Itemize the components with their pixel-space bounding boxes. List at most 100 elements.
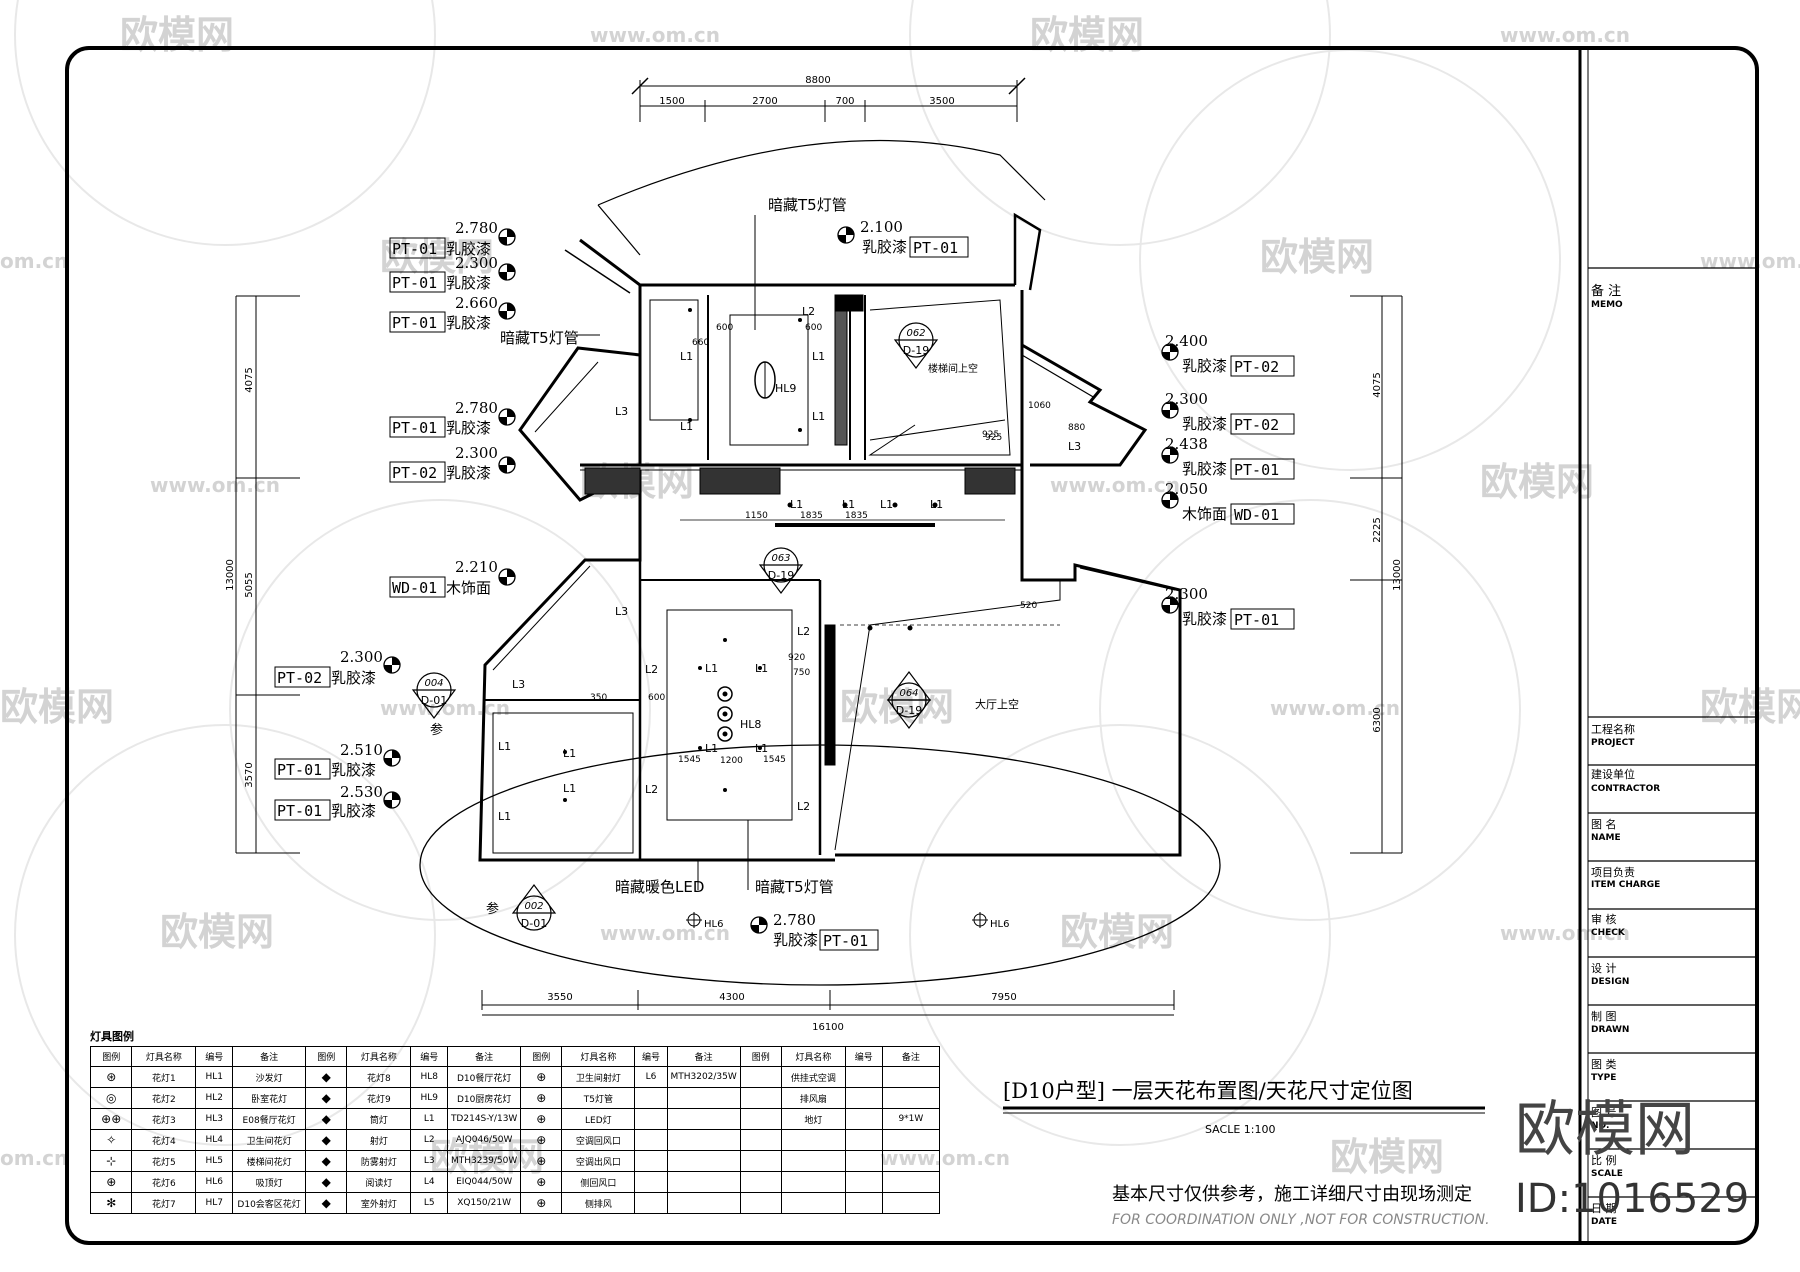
dim-label: 5055 [244,572,255,597]
watermark-site: www.om.cn [590,23,720,47]
top-dimensions [631,77,1026,122]
legend-symbol-icon [739,1192,782,1214]
legend-cell: MTH3202/35W [666,1066,741,1088]
legend-cell: L1 [410,1108,449,1130]
legend-cell: T5灯管 [561,1087,636,1109]
legend-symbol-icon: ◆ [305,1066,348,1088]
watermark-site: om.cn [0,249,68,273]
material: 乳胶漆 [1182,460,1227,478]
title-block-label: 建设单位 [1591,767,1635,781]
material-code: PT-01 [392,314,437,332]
legend-symbol-icon: ⊛ [89,1066,133,1088]
watermark-logo: 欧模网 [1515,1095,1695,1165]
legend-cell [844,1087,883,1109]
material-code: WD-01 [392,579,437,597]
legend-symbol-icon: ◆ [305,1087,348,1109]
legend-cell [844,1129,883,1151]
legend-cell: XQ150/21W [447,1192,522,1214]
title-block-label: 项目负责 [1591,865,1635,879]
legend-cell [881,1150,941,1172]
watermark-brand: 欧模网 [840,685,954,729]
legend-cell: D10餐厅花灯 [447,1066,522,1088]
title-block-label: 设 计 [1591,962,1617,975]
drawing-scale: SACLE 1:100 [1205,1123,1275,1136]
legend-cell: 楼梯间花灯 [232,1150,307,1172]
title-block-label: 制 图 [1591,1010,1617,1023]
legend-header-cell: 灯具名称 [346,1046,412,1067]
dim-label: 6300 [1372,707,1383,732]
material-code: PT-02 [392,464,437,482]
label-concealed-t5-bottom: 暗藏T5灯管 [755,878,834,896]
legend-symbol-icon [739,1171,782,1193]
legend-symbol-icon: ✧ [89,1129,133,1151]
material: 乳胶漆 [1182,357,1227,375]
material: 乳胶漆 [1182,610,1227,628]
legend-header-cell: 编号 [410,1046,449,1067]
light-code: L1 [705,742,718,755]
legend-cell [634,1108,668,1130]
left-level-tags: 2.780 PT-01 乳胶漆 2.300 PT-01 乳胶漆 2.660 PT… [274,219,516,821]
legend-cell: 射灯 [346,1129,412,1151]
floor-plan [419,139,1221,986]
ceiling-height: 2.300 [340,648,383,666]
section-marker: 064 D-19 [886,671,932,729]
ceiling-height: 2.210 [455,558,498,576]
dim-small: 1835 [845,511,868,521]
dim-small: 1545 [763,755,786,765]
dim-small: 1835 [800,511,823,521]
dim-label: 13000 [225,559,236,591]
material: 乳胶漆 [1182,415,1227,433]
dim-label: 16100 [812,1022,844,1033]
title-block-label-en: DRAWN [1591,1025,1629,1035]
note-en: FOR COORDINATION ONLY ,NOT FOR CONSTRUCT… [1112,1212,1490,1228]
legend-cell: HL2 [195,1087,234,1109]
light-code: L1 [680,350,693,363]
watermark-site: www.om.cn [1500,921,1630,945]
dim-label: 8800 [805,75,830,86]
legend-cell: 卫生间花灯 [232,1129,307,1151]
light-code: L2 [797,800,810,813]
ceiling-height: 2.438 [1165,435,1208,453]
material: 乳胶漆 [446,314,491,332]
title-block-label-en: DESIGN [1591,977,1629,987]
legend-cell [881,1087,941,1109]
light-code: L1 [880,498,893,511]
title-block-label: 审 核 [1591,912,1617,926]
legend-cell [780,1150,846,1172]
legend-header-cell: 图例 [305,1046,348,1067]
watermark-brand: 欧模网 [1030,13,1144,57]
material-code: PT-02 [1234,416,1279,434]
light-code: L2 [802,305,815,318]
legend-cell [666,1129,741,1151]
legend-cell: 花灯4 [131,1129,197,1151]
legend-cell: 防雾射灯 [346,1150,412,1172]
legend-cell: L4 [410,1171,449,1193]
material-code: PT-02 [1234,358,1279,376]
light-code: L1 [705,662,718,675]
ceiling-height: 2.510 [340,741,383,759]
material: 乳胶漆 [331,669,376,687]
dim-small: 1200 [720,756,743,766]
legend-cell: 卧室花灯 [232,1087,307,1109]
title-block-label: 日 期 [1591,1202,1617,1215]
light-code: L2 [645,663,658,676]
legend-cell: 排风扇 [780,1087,846,1109]
material-code: PT-01 [392,419,437,437]
legend-header-cell: 备注 [881,1046,941,1067]
title-block-label-en: NO. [1591,1121,1609,1131]
watermark-brand: 欧模网 [0,685,114,729]
title-block-label: 图 类 [1591,1057,1617,1071]
legend-cell: L3 [410,1150,449,1172]
dim-label: 4075 [1372,372,1383,397]
light-code: L3 [615,405,628,418]
section-marker: 002 D-01 参 [486,884,557,931]
legend-cell: 侧回风口 [561,1171,636,1193]
legend-cell: 卫生间射灯 [561,1066,636,1088]
ceiling-height: 2.660 [455,294,498,312]
legend-cell: EIQ044/50W [447,1171,522,1193]
light-code: HL6 [704,919,723,930]
ceiling-height: 2.780 [455,219,498,237]
